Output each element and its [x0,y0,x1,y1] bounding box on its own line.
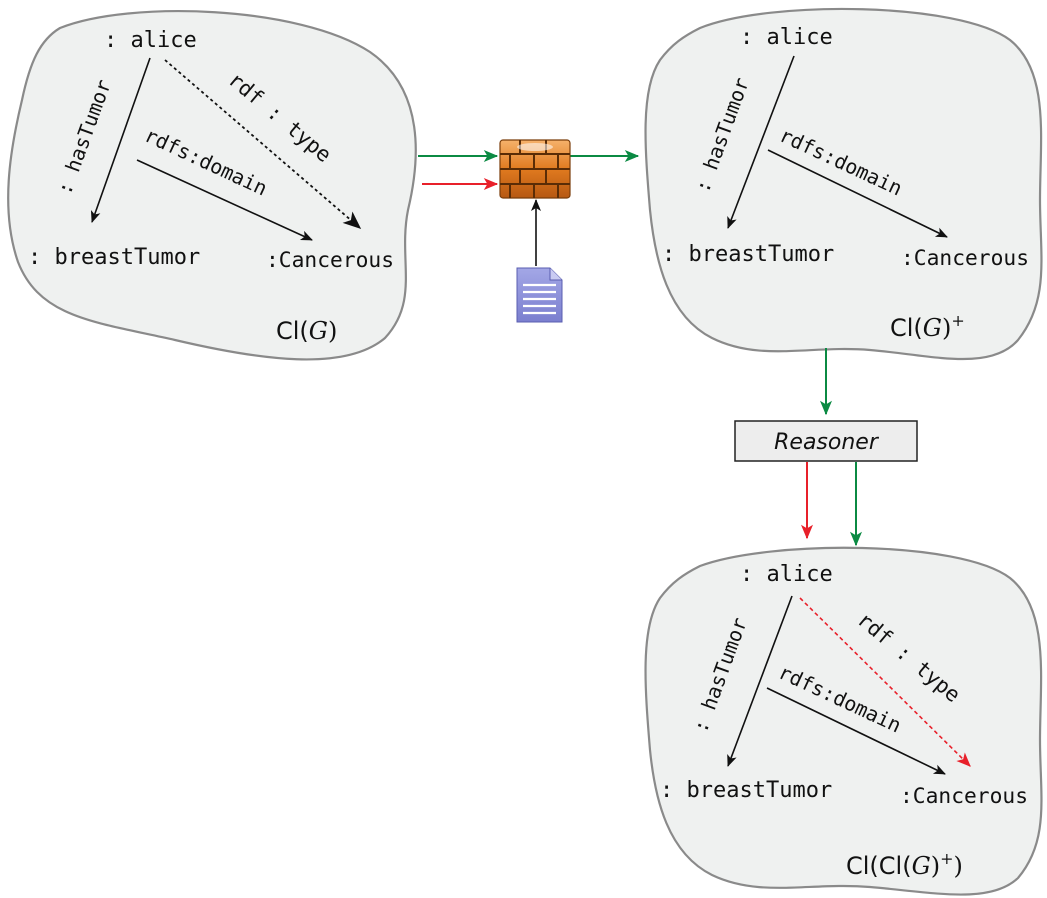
edge-has-tumor [727,55,795,229]
node-breast-tumor: : breastTumor [662,242,834,267]
edge-rdfs-domain [767,149,948,238]
graph-cl-g-plus-boundary [644,7,1043,361]
reasoner-label: Reasoner [774,430,880,455]
edge-rdfs-domain [766,687,946,775]
graph-cl-g-label: Cl(G) [276,317,337,345]
node-breast-tumor: : breastTumor [660,778,832,803]
edge-rdfs-domain [136,159,313,241]
graph-cl-g-plus: : alice : breastTumor :Cancerous : hasTu… [644,7,1043,361]
node-cancerous: :Cancerous [266,248,394,272]
edge-has-tumor [90,57,151,223]
node-alice: : alice [104,28,197,53]
graph-cl-cl-g-plus-boundary [644,546,1043,896]
node-cancerous: :Cancerous [901,246,1029,270]
node-alice: : alice [740,25,833,50]
reasoner-box: Reasoner [734,420,918,462]
graph-cl-g: : alice : breastTumor :Cancerous : hasTu… [7,10,417,361]
firewall-icon [499,139,571,199]
graph-cl-cl-g-plus-label: Cl(Cl(G)+) [846,849,963,880]
node-breast-tumor: : breastTumor [28,245,200,270]
node-cancerous: :Cancerous [900,784,1028,808]
graph-cl-g-plus-label: Cl(G)+ [890,311,965,342]
edge-rdf-type-inferred [799,597,971,767]
graph-cl-cl-g-plus: : alice : breastTumor :Cancerous : hasTu… [644,546,1043,896]
document-icon [516,267,563,323]
node-alice: : alice [740,562,833,587]
edge-has-tumor [727,595,793,767]
graph-cl-g-boundary [7,10,417,361]
edge-rdf-type [164,59,362,229]
